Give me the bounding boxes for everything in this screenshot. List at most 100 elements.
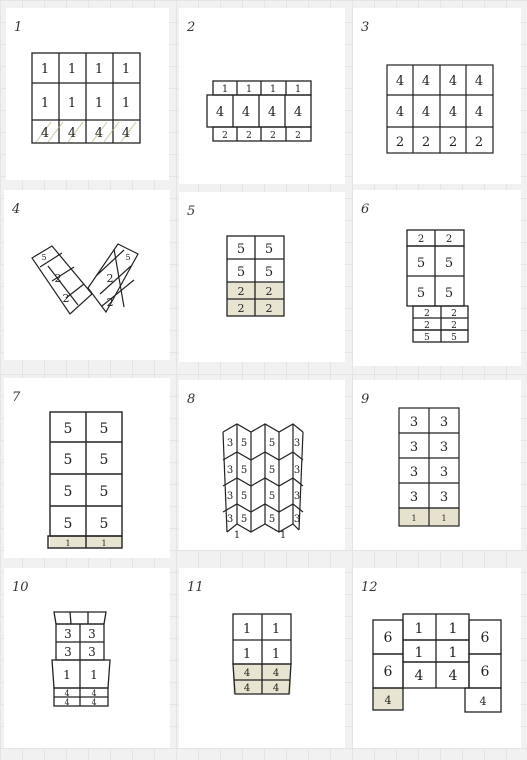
cell: 5 xyxy=(237,265,245,280)
cell: 3 xyxy=(294,514,300,525)
cell: 5 xyxy=(241,491,247,502)
cell: 5 xyxy=(451,333,457,343)
cell: 5 xyxy=(265,242,273,257)
cell: 3 xyxy=(64,645,72,659)
cell: 4 xyxy=(122,126,130,141)
cell: 4 xyxy=(449,74,457,89)
cell: 1 xyxy=(234,530,240,541)
cell: 5 xyxy=(269,438,275,449)
sketch-1: 1 1 1 1 1 1 1 1 4 4 4 4 xyxy=(6,8,169,180)
cell: 3 xyxy=(227,465,233,476)
cell: 4 xyxy=(244,683,250,694)
cell: 1 xyxy=(246,84,252,95)
cell: 4 xyxy=(41,126,49,141)
cell: 2 xyxy=(418,234,424,245)
panel-1: 1 1 1 1 1 1 1 1 1 4 4 4 4 xyxy=(6,8,169,180)
cell: 3 xyxy=(227,438,233,449)
panel-10: 10 3 3 3 3 1 1 4 4 4 4 xyxy=(4,568,170,748)
cell: 1 xyxy=(270,84,276,95)
cell: 3 xyxy=(294,491,300,502)
cell: 1 xyxy=(243,622,251,637)
panel-4: 4 5 5 2 2 2 2 xyxy=(4,190,170,360)
cell: 1 xyxy=(90,668,98,682)
cell: 5 xyxy=(64,421,73,437)
cell: 4 xyxy=(422,74,430,89)
cell: 4 xyxy=(268,105,276,120)
cell: 1 xyxy=(415,621,424,637)
cell: 6 xyxy=(481,630,490,646)
cell: 4 xyxy=(385,694,392,707)
cell: 3 xyxy=(410,415,418,430)
cell: 2 xyxy=(107,296,114,309)
cell: 3 xyxy=(64,627,72,641)
cell: 4 xyxy=(480,695,487,708)
cell: 4 xyxy=(273,668,279,679)
cell: 5 xyxy=(417,256,425,271)
cell: 3 xyxy=(227,514,233,525)
cell: 1 xyxy=(65,539,70,548)
cell: 1 xyxy=(280,530,286,541)
cell: 1 xyxy=(449,621,458,637)
cell: 1 xyxy=(243,647,251,662)
cell: 5 xyxy=(100,484,109,500)
cell: 5 xyxy=(417,286,425,301)
panel-5: 5 5 5 5 5 2 2 2 2 xyxy=(179,192,345,362)
cell: 5 xyxy=(237,242,245,257)
cell: 4 xyxy=(273,683,279,694)
cell: 5 xyxy=(100,516,109,532)
cell: 5 xyxy=(64,484,73,500)
cell: 1 xyxy=(295,84,301,95)
panel-8: 8 3 5 5 3 3 5 5 3 3 5 5 3 xyxy=(179,380,345,550)
cell: 4 xyxy=(91,698,96,707)
sketch-8: 3 5 5 3 3 5 5 3 3 5 5 3 3 5 5 3 1 1 xyxy=(179,380,345,550)
sketch-4: 5 5 2 2 2 2 xyxy=(4,190,170,360)
cell: 3 xyxy=(410,490,418,505)
cell: 2 xyxy=(246,131,252,141)
cell: 2 xyxy=(63,292,70,305)
cell: 4 xyxy=(415,668,424,684)
sketch-5: 5 5 5 5 2 2 2 2 xyxy=(179,192,345,362)
cell: 5 xyxy=(265,265,273,280)
sketch-7: 5 5 5 5 5 5 5 5 1 1 xyxy=(4,378,170,558)
cell: 1 xyxy=(63,668,71,682)
cell: 6 xyxy=(384,664,393,680)
cell: 4 xyxy=(95,126,103,141)
sketch-3: 4 4 4 4 4 4 4 4 2 2 2 2 xyxy=(353,8,521,184)
cell: 3 xyxy=(440,465,448,480)
cell: 3 xyxy=(440,415,448,430)
cell: 1 xyxy=(41,62,49,77)
cell: 1 xyxy=(415,645,424,661)
cell: 3 xyxy=(410,440,418,455)
cell: 5 xyxy=(64,452,73,468)
panel-12: 12 6 1 1 6 6 1 1 6 4 4 4 xyxy=(353,568,521,748)
cell: 3 xyxy=(440,440,448,455)
cell: 1 xyxy=(122,96,130,111)
cell: 6 xyxy=(481,664,490,680)
cell: 5 xyxy=(41,253,46,262)
cell: 5 xyxy=(241,465,247,476)
cell: 2 xyxy=(238,285,245,298)
sketch-11: 1 1 1 1 4 4 4 4 xyxy=(179,568,345,748)
cell: 3 xyxy=(227,491,233,502)
cell: 4 xyxy=(475,105,483,120)
cell: 4 xyxy=(64,698,69,707)
cell: 4 xyxy=(475,74,483,89)
cell: 2 xyxy=(222,131,228,141)
sketch-9: 3 3 3 3 3 3 3 3 1 1 xyxy=(353,380,521,550)
panel-7: 7 5 5 5 5 5 5 5 5 1 1 xyxy=(4,378,170,558)
cell: 2 xyxy=(238,302,245,315)
cell: 2 xyxy=(424,321,430,331)
cell: 2 xyxy=(55,272,62,285)
cell: 2 xyxy=(396,135,404,150)
cell: 5 xyxy=(269,465,275,476)
panel-6: 6 2 2 5 5 5 5 2 2 2 2 5 xyxy=(353,190,521,366)
cell: 3 xyxy=(88,627,96,641)
cell: 1 xyxy=(68,96,76,111)
cell: 3 xyxy=(294,438,300,449)
cell: 5 xyxy=(269,491,275,502)
panel-11: 1 1 1 1 1 1 4 4 4 4 xyxy=(179,568,345,748)
cell: 1 xyxy=(95,62,103,77)
sketch-10: 3 3 3 3 1 1 4 4 4 4 xyxy=(4,568,170,748)
cell: 3 xyxy=(294,465,300,476)
cell: 1 xyxy=(222,84,228,95)
